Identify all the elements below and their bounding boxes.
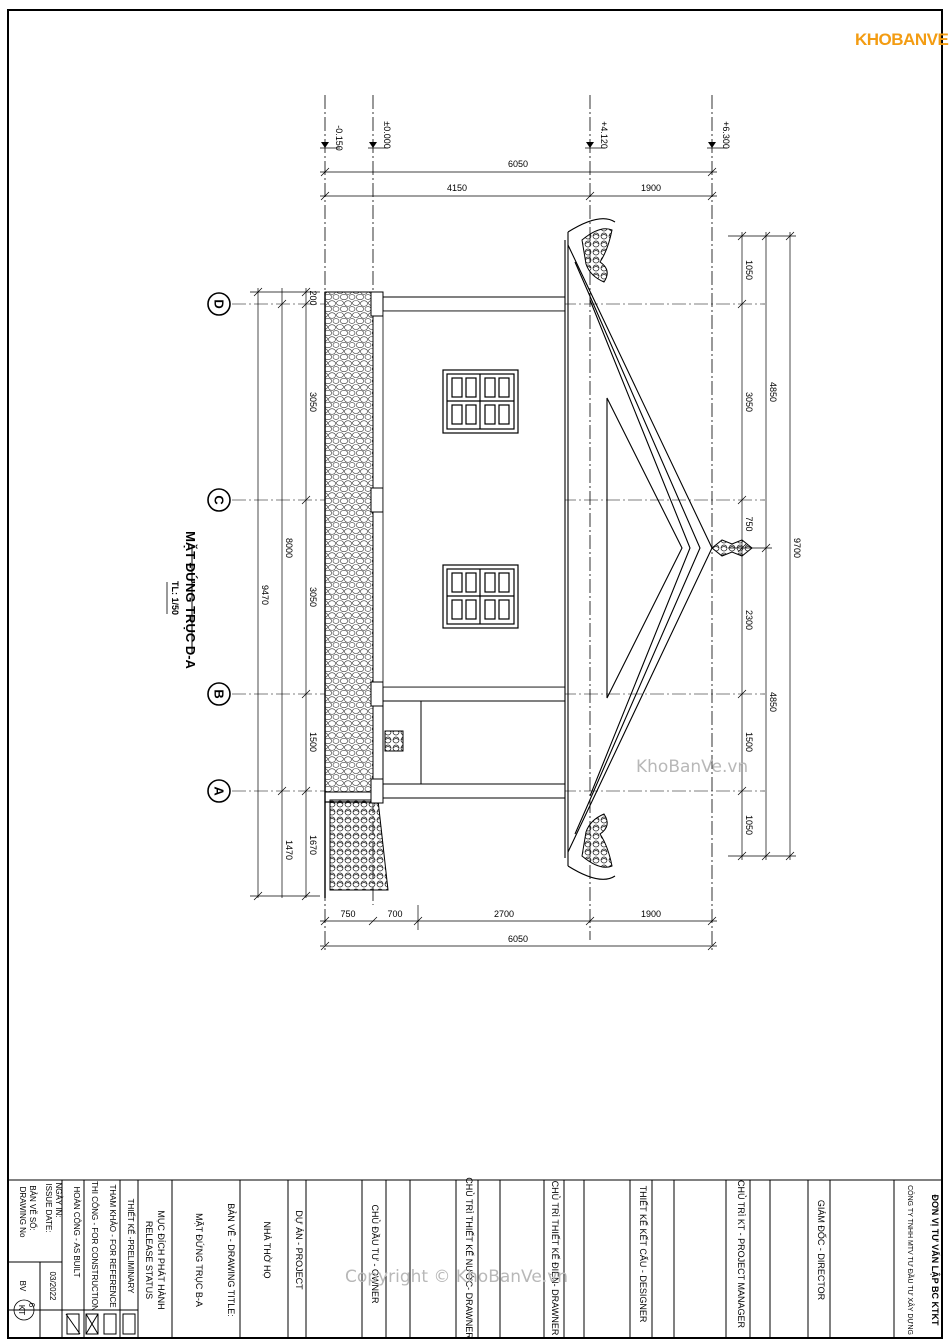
dim-seg: 4150 <box>447 183 467 193</box>
drawing-title: MẶT ĐỨNG TRỤC D-A <box>183 531 198 669</box>
title-block-text: ĐƠN VỊ TƯ VẤN LẬP BC KTKT CÔNG TY TNHH M… <box>13 1177 941 1339</box>
watermark-copyright: Copyright © KhoBanVe.vn <box>345 1267 569 1287</box>
drawing-no-label: BẢN VẼ SỐ: <box>28 1185 38 1230</box>
stone-base <box>324 291 374 793</box>
axis-bubble: D <box>207 292 231 316</box>
dim-inner: 1500 <box>308 732 318 752</box>
dim-seg: 2700 <box>494 909 514 919</box>
level-text: ±0.000 <box>382 121 392 148</box>
status-construction: THI CÔNG - FOR CONSTRUCTION <box>90 1181 99 1311</box>
window <box>442 369 519 434</box>
project-manager: CHỦ TRÌ KT - PROJECT MANAGER <box>736 1180 747 1329</box>
watermark-site: KhoBanVe.vn <box>636 757 749 777</box>
project-name: NHÀ THỜ HỌ <box>262 1221 272 1278</box>
elec-lead: CHỦ TRÌ THIẾT KẾ ĐIỆN- DRAWNER <box>550 1181 561 1336</box>
owner: CHỦ ĐẦU TƯ - OWNER <box>370 1204 381 1304</box>
water-lead: CHỦ TRÌ THIẾT KẾ NƯỚC- DRAWNER <box>464 1177 475 1339</box>
axis-bubbles: D C B A <box>207 292 231 803</box>
axis-bubble: B <box>207 682 231 706</box>
consultant: ĐƠN VỊ TƯ VẤN LẬP BC KTKT <box>930 1195 941 1326</box>
axis-label: B <box>212 689 227 698</box>
level-text: -0.150 <box>334 125 344 151</box>
dim-total: 6050 <box>508 934 528 944</box>
dim-inner: 1500 <box>744 732 754 752</box>
issue-en: ISSUE DATE: <box>44 1183 53 1232</box>
dim-inner: 2300 <box>744 610 754 630</box>
company: CÔNG TY TNHH MTV TƯ ĐẦU TƯ XÂY DỰNG <box>906 1185 916 1335</box>
level-text: +4.120 <box>599 121 609 149</box>
designer: THIẾT KẾ KẾT CẤU - DESIGNER <box>638 1186 648 1323</box>
status-reference: THAM KHẢO - FOR REFERENCE <box>108 1184 117 1307</box>
dim-seg: 1900 <box>641 909 661 919</box>
dim-inner: 1670 <box>308 835 318 855</box>
dim-inner: 750 <box>744 516 754 531</box>
drawing-title-label: BẢN VẼ - DRAWING TITLE: <box>226 1203 237 1317</box>
dim-inner: 3050 <box>744 392 754 412</box>
axis-bubble: A <box>207 779 231 803</box>
logo-text: KHOBANVE <box>855 30 949 49</box>
dim-seg: 1900 <box>641 183 661 193</box>
level-marker: -0.150 <box>320 125 344 151</box>
level-marker: ±0.000 <box>368 121 392 149</box>
level-text: +6.300 <box>721 121 731 149</box>
roof <box>564 218 713 880</box>
window <box>442 564 519 629</box>
axis-label: C <box>212 495 227 505</box>
level-marker: +6.300 <box>707 121 731 149</box>
dim-mid: 4850 <box>768 692 778 712</box>
dims-left: 9470 8000 200 3050 3050 1500 1670 1470 <box>250 287 320 901</box>
stair-ornament <box>329 799 389 891</box>
dim-inner: 3050 <box>308 392 318 412</box>
axis-label: A <box>212 786 227 796</box>
dim-outer: 9470 <box>260 585 270 605</box>
dim-outer: 9700 <box>792 538 802 558</box>
dim-ticks <box>253 287 311 901</box>
dim-mid: 8000 <box>284 538 294 558</box>
sheet-code: KT <box>17 1305 26 1315</box>
khobanve-logo: KHOBANVE <box>855 26 949 52</box>
dim-inner: 1470 <box>284 840 294 860</box>
level-markers: -0.150 ±0.000 +4.120 +6.300 <box>320 121 731 151</box>
drawing-no-en: DRAWING No <box>18 1187 27 1238</box>
status-asbuilt: HOÀN CÔNG - AS BUILT <box>72 1187 81 1278</box>
dim-mid: 4850 <box>768 382 778 402</box>
axis-bubble: C <box>207 488 231 512</box>
dims-bottom: 750 700 2700 1900 6050 <box>320 905 717 951</box>
dim-inner: 1050 <box>744 260 754 280</box>
title-block <box>7 1179 943 1339</box>
release-en: RELEASE STATUS <box>144 1221 154 1299</box>
level-marker: +4.120 <box>585 121 609 149</box>
dim-inner: 3050 <box>308 587 318 607</box>
dim-inner: 200 <box>308 290 318 305</box>
door-ornament <box>384 730 404 752</box>
drawing-scale: TL: 1/50 <box>170 581 180 615</box>
roof-ornaments <box>581 228 753 868</box>
dim-seg: 750 <box>340 909 355 919</box>
sheet-num: 6 <box>27 1303 36 1308</box>
wall <box>382 310 566 688</box>
status-preliminary: THIẾT KẾ -PRELIMINARY <box>126 1199 136 1295</box>
release-vn: MỤC ĐÍCH PHÁT HÀNH <box>156 1210 166 1309</box>
dim-seg: 700 <box>387 909 402 919</box>
director: GIÁM ĐỐC - DIRECTOR <box>816 1200 827 1301</box>
dims-top: 6050 4150 1900 <box>320 159 717 201</box>
project-label: DỰ ÁN - PROJECT <box>294 1210 304 1290</box>
sheet-prefix: BV <box>18 1281 27 1292</box>
dim-total: 6050 <box>508 159 528 169</box>
dim-inner: 1050 <box>744 815 754 835</box>
axis-label: D <box>212 299 227 308</box>
issue-label: NGÀY IN: <box>54 1183 63 1218</box>
issue-date: 03/2022 <box>48 1272 57 1301</box>
drawing-title-value: MẶT ĐỨNG TRỤC B-A <box>194 1213 204 1307</box>
